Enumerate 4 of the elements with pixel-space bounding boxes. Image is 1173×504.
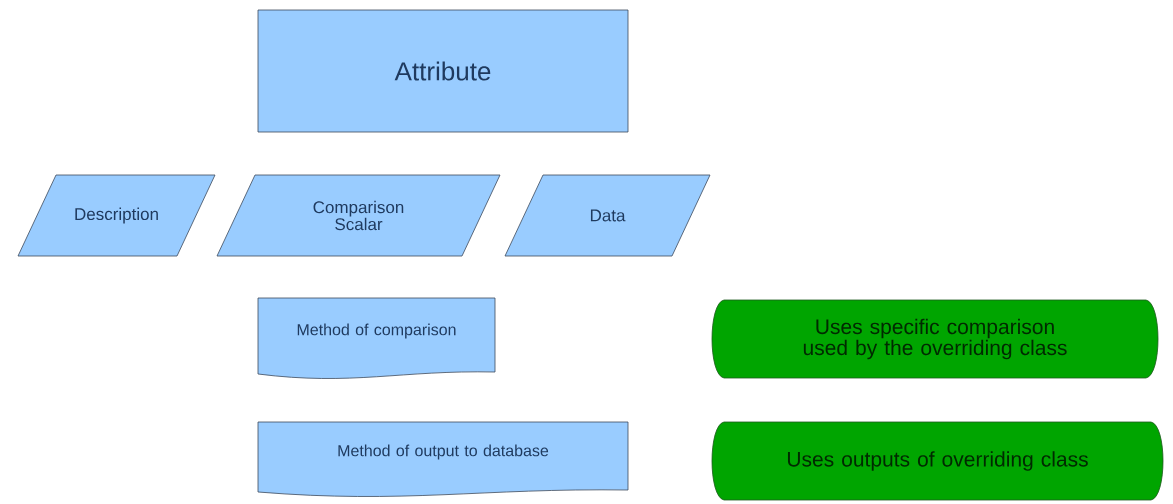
data-parallelogram: Data	[504, 174, 711, 257]
title-box: Attribute	[257, 9, 629, 133]
data-parallelogram: Comparison Scalar	[216, 174, 501, 257]
data-parallelogram: Description	[17, 174, 216, 257]
